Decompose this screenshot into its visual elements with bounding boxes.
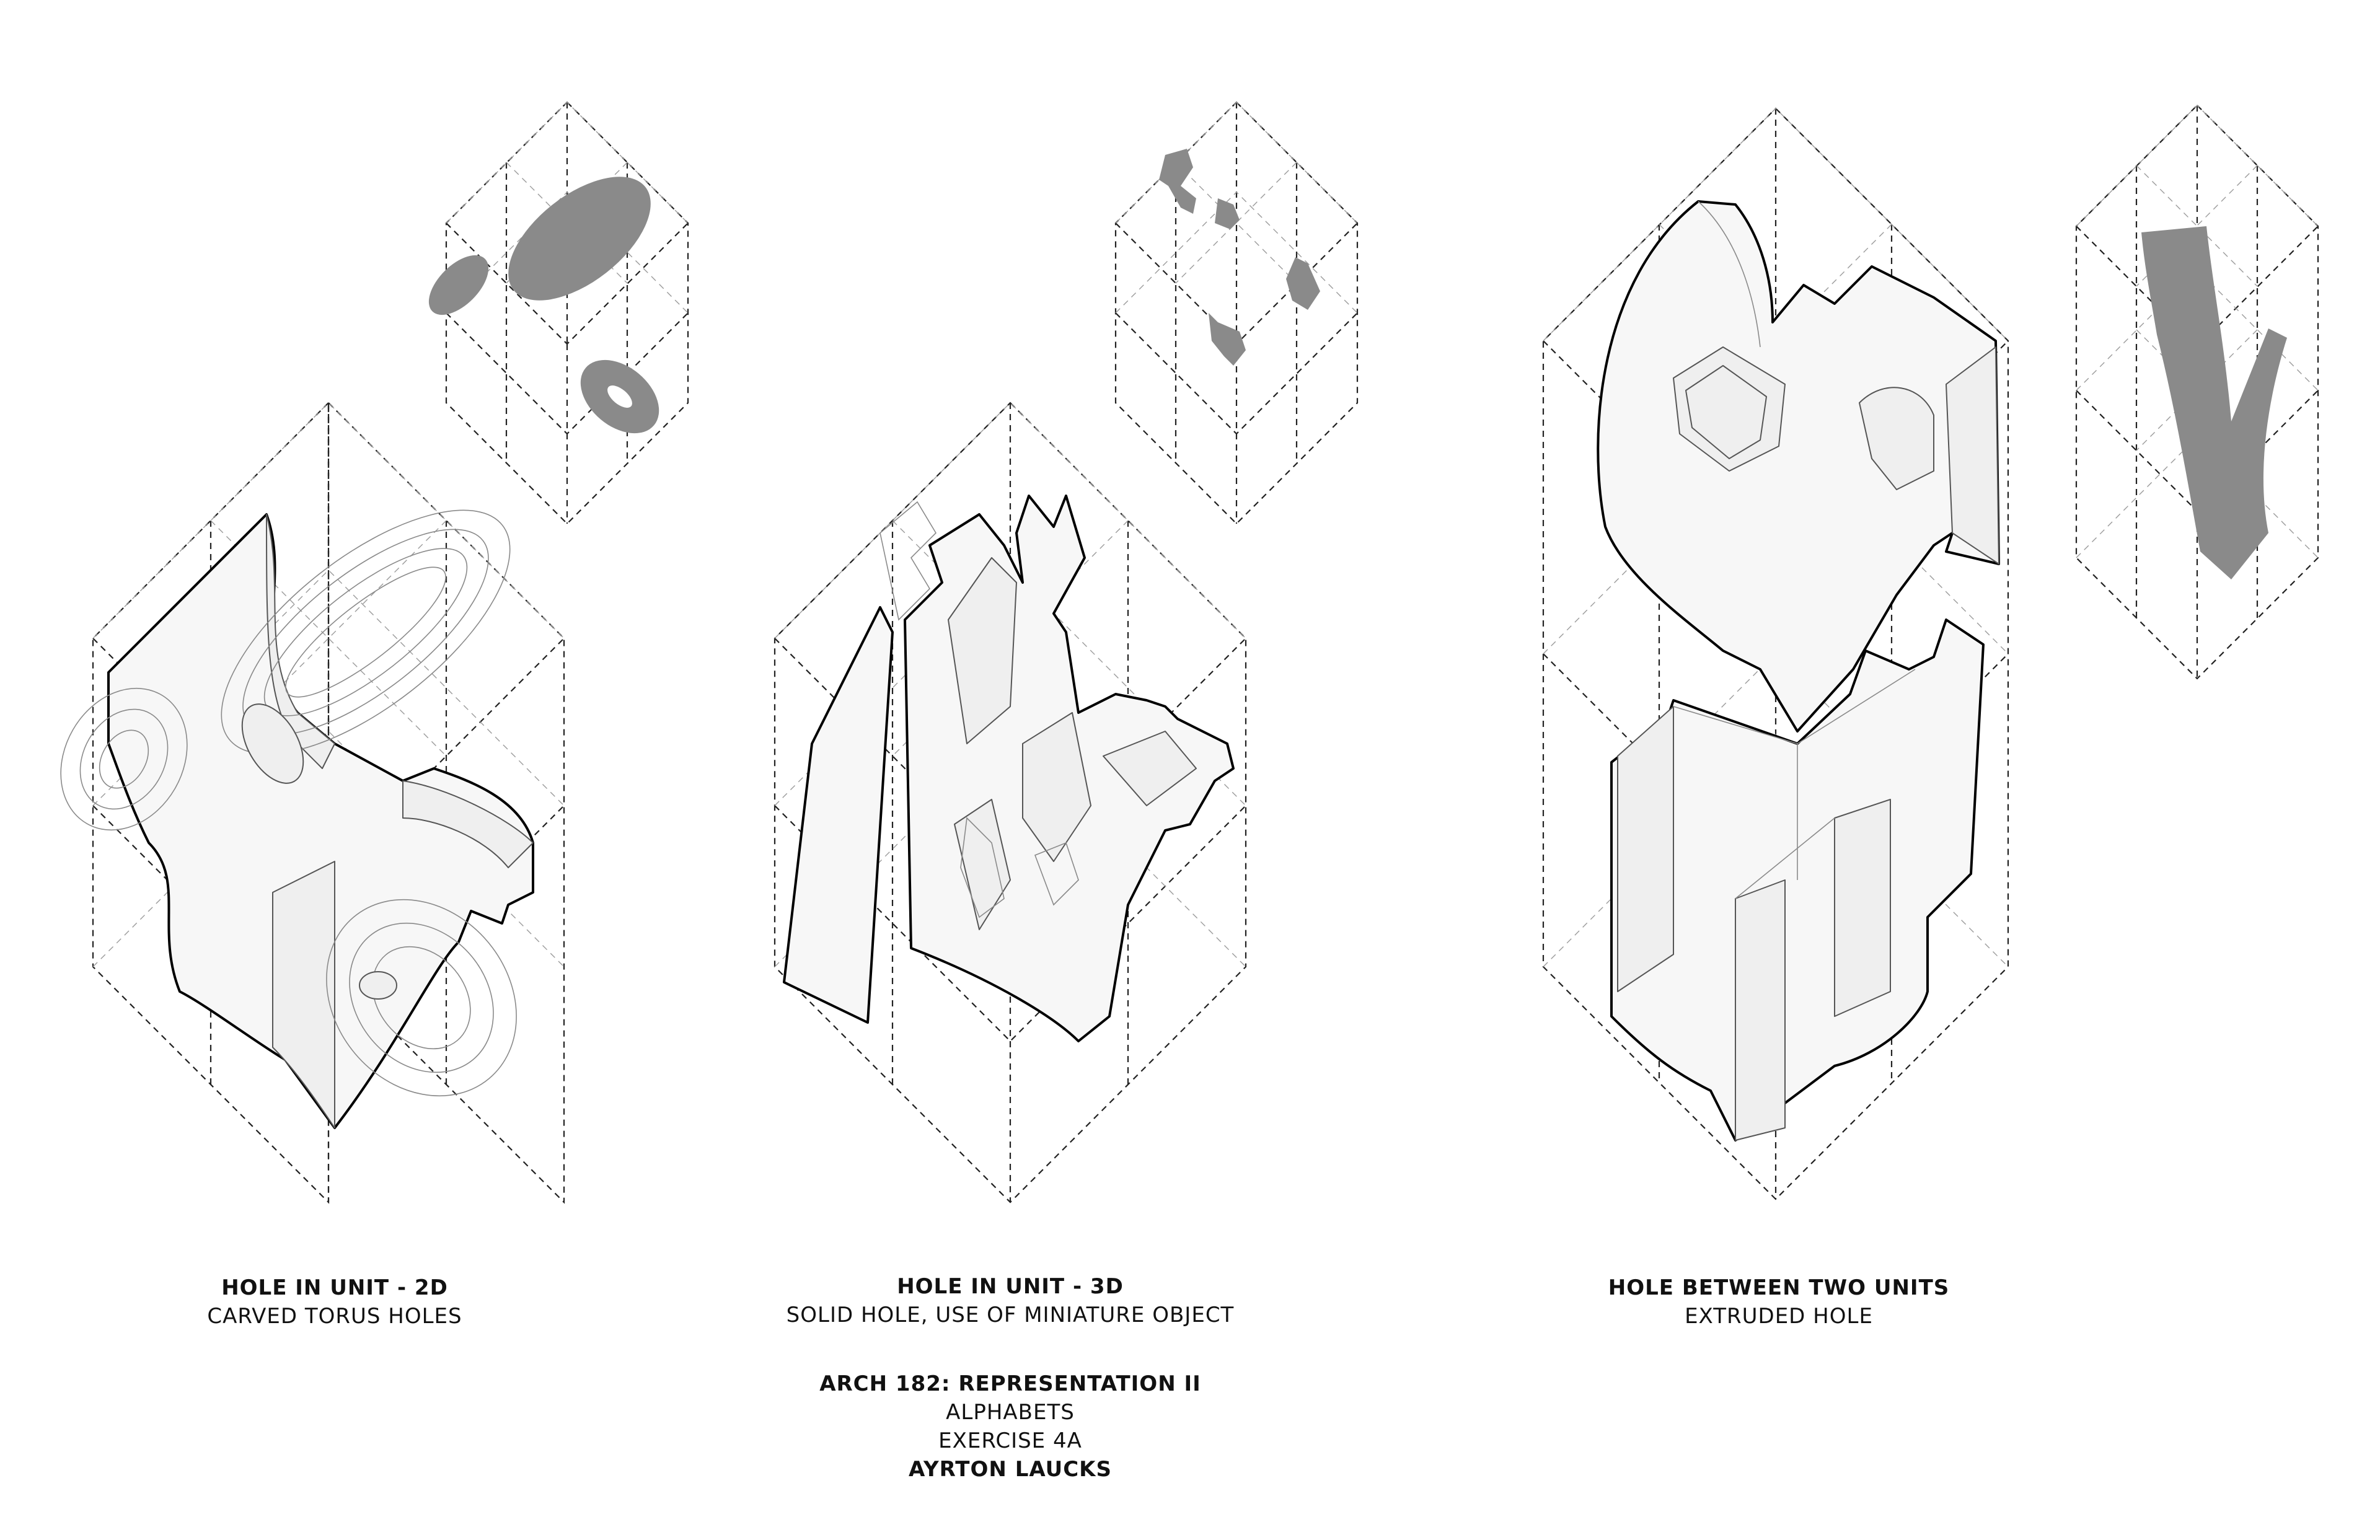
unit-2d-torus-wireframes <box>60 509 517 1097</box>
unit-2d-carved-solid <box>107 513 534 1129</box>
credits-block: ARCH 182: REPRESENTATION II ALPHABETS EX… <box>793 1370 1227 1484</box>
caption-title: HOLE IN UNIT - 3D <box>897 1274 1124 1299</box>
course-title: ARCH 182: REPRESENTATION II <box>819 1371 1201 1396</box>
caption-subtitle: CARVED TORUS HOLES <box>207 1304 462 1329</box>
unit-3d-diagram <box>774 402 1247 1203</box>
author-name: AYRTON LAUCKS <box>908 1457 1113 1482</box>
project-name: ALPHABETS <box>946 1400 1075 1425</box>
caption-title: HOLE IN UNIT - 2D <box>221 1275 448 1300</box>
hole-shape <box>1286 257 1320 310</box>
caption-subtitle: SOLID HOLE, USE OF MINIATURE OBJECT <box>786 1303 1235 1327</box>
caption-title: HOLE BETWEEN TWO UNITS <box>1608 1275 1950 1300</box>
unit-3d-carved-solid <box>783 495 1235 1042</box>
hole-shape <box>1209 313 1246 366</box>
hole-shape <box>428 255 489 315</box>
hole-shape <box>2141 226 2287 579</box>
unit-2d-hole-key <box>428 101 689 525</box>
caption-two-units: HOLE BETWEEN TWO UNITS EXTRUDED HOLE <box>1562 1274 1996 1331</box>
hole-shape <box>1159 149 1196 214</box>
caption-unit-2d: HOLE IN UNIT - 2D CARVED TORUS HOLES <box>149 1274 521 1331</box>
two-units-hole-key <box>2075 104 2319 680</box>
unit-3d-hole-key <box>1114 101 1359 525</box>
hole-shape <box>508 177 651 301</box>
unit-2d-diagram <box>60 401 565 1204</box>
caption-subtitle: EXTRUDED HOLE <box>1685 1304 1873 1329</box>
two-units-diagram <box>1542 107 2009 1200</box>
two-units-extruded-solid <box>1597 200 2000 1142</box>
hole-shape <box>1215 198 1240 229</box>
exercise-name: EXERCISE 4A <box>938 1428 1082 1453</box>
caption-unit-3d: HOLE IN UNIT - 3D SOLID HOLE, USE OF MIN… <box>731 1272 1289 1329</box>
